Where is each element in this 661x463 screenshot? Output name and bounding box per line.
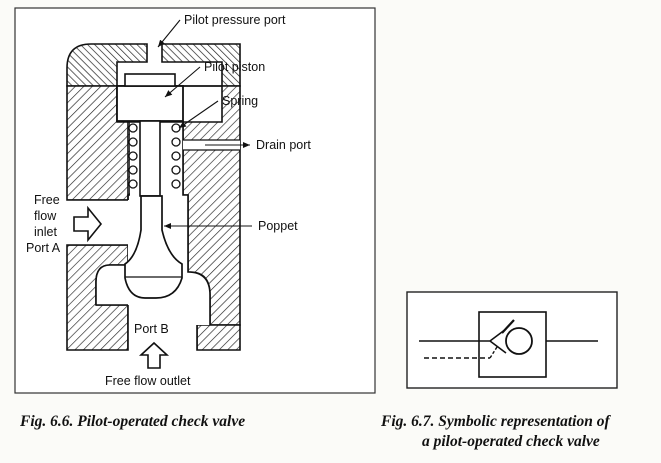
pilot-indicator xyxy=(501,319,515,334)
label-free: Free xyxy=(34,193,60,207)
leader-spring xyxy=(178,100,219,129)
poppet xyxy=(124,195,183,299)
leader-pilot-piston xyxy=(164,66,201,98)
seat-symbol xyxy=(479,328,507,354)
label-pilot-piston: Pilot piston xyxy=(204,60,265,74)
label-spring: Spring xyxy=(222,94,258,108)
label-pilot-pressure-port: Pilot pressure port xyxy=(184,13,286,27)
label-port-b: Port B xyxy=(134,322,169,336)
piston-stem xyxy=(139,120,161,197)
fig67-caption-line2: a pilot-operated check valve xyxy=(422,433,600,450)
label-port-a: Port A xyxy=(26,241,61,255)
label-poppet: Poppet xyxy=(258,219,298,233)
pilot-piston xyxy=(116,85,184,122)
label-inlet: inlet xyxy=(34,225,57,239)
inlet-flow-arrow xyxy=(73,205,103,243)
label-free-flow-outlet: Free flow outlet xyxy=(105,374,191,388)
leader-pilot-pressure-port xyxy=(157,19,181,48)
spring xyxy=(128,123,181,189)
fig67-caption-line1: Fig. 6.7. Symbolic representation of xyxy=(380,413,611,430)
fig66-caption: Fig. 6.6. Pilot-operated check valve xyxy=(19,413,245,430)
pilot-piston-cap xyxy=(124,73,176,87)
fig67-symbol xyxy=(406,291,618,389)
outlet-flow-arrow xyxy=(138,341,170,369)
ball-symbol xyxy=(505,327,533,355)
label-flow: flow xyxy=(34,209,57,223)
label-drain-port: Drain port xyxy=(256,138,311,152)
